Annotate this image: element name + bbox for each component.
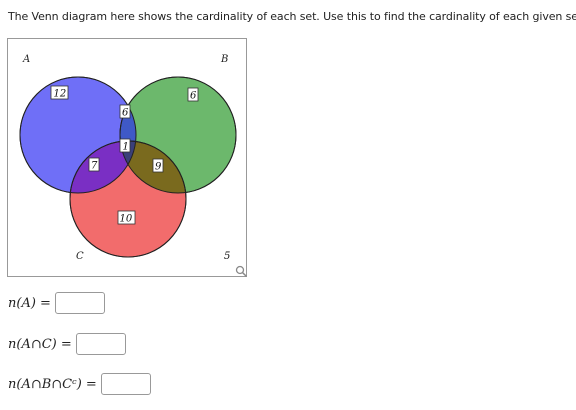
region-bc-label: 9 bbox=[152, 158, 164, 173]
venn-diagram: A B C 5 12 6 6 1 7 9 10 bbox=[7, 38, 247, 277]
question-n-a-and-b-and-not-c: n(A∩B∩Cᶜ) = bbox=[8, 373, 151, 395]
answer-input-n-a-and-c[interactable] bbox=[75, 333, 126, 355]
question-n-a-and-c: n(A∩C) = bbox=[8, 333, 126, 355]
svg-text:6: 6 bbox=[190, 91, 197, 102]
answer-input-n-a[interactable] bbox=[54, 292, 105, 314]
region-c-only-label: 10 bbox=[117, 210, 136, 225]
magnifier-icon[interactable] bbox=[235, 265, 247, 277]
region-b-only-label: 6 bbox=[187, 87, 199, 102]
question-label: n(A) = bbox=[8, 295, 51, 311]
set-a-label: A bbox=[22, 54, 30, 65]
question-label: n(A∩C) = bbox=[8, 336, 72, 352]
region-abc-label: 1 bbox=[119, 138, 131, 153]
set-c-label: C bbox=[76, 251, 84, 262]
outside-count: 5 bbox=[224, 251, 230, 262]
instruction-text: The Venn diagram here shows the cardinal… bbox=[8, 10, 576, 23]
svg-text:6: 6 bbox=[122, 108, 129, 119]
set-b-label: B bbox=[220, 54, 228, 65]
question-n-a: n(A) = bbox=[8, 292, 105, 314]
region-ab-label: 6 bbox=[119, 104, 131, 119]
question-label: n(A∩B∩Cᶜ) = bbox=[8, 376, 97, 392]
svg-text:9: 9 bbox=[155, 162, 162, 173]
svg-text:1: 1 bbox=[123, 142, 129, 153]
svg-text:7: 7 bbox=[91, 161, 98, 172]
svg-text:12: 12 bbox=[54, 89, 67, 100]
answer-input-n-a-and-b-and-not-c[interactable] bbox=[100, 373, 151, 395]
venn-svg: A B C 5 12 6 6 1 7 9 10 bbox=[19, 54, 237, 262]
svg-text:10: 10 bbox=[120, 214, 133, 225]
region-a-only-label: 12 bbox=[50, 85, 69, 100]
region-ac-label: 7 bbox=[88, 157, 100, 172]
